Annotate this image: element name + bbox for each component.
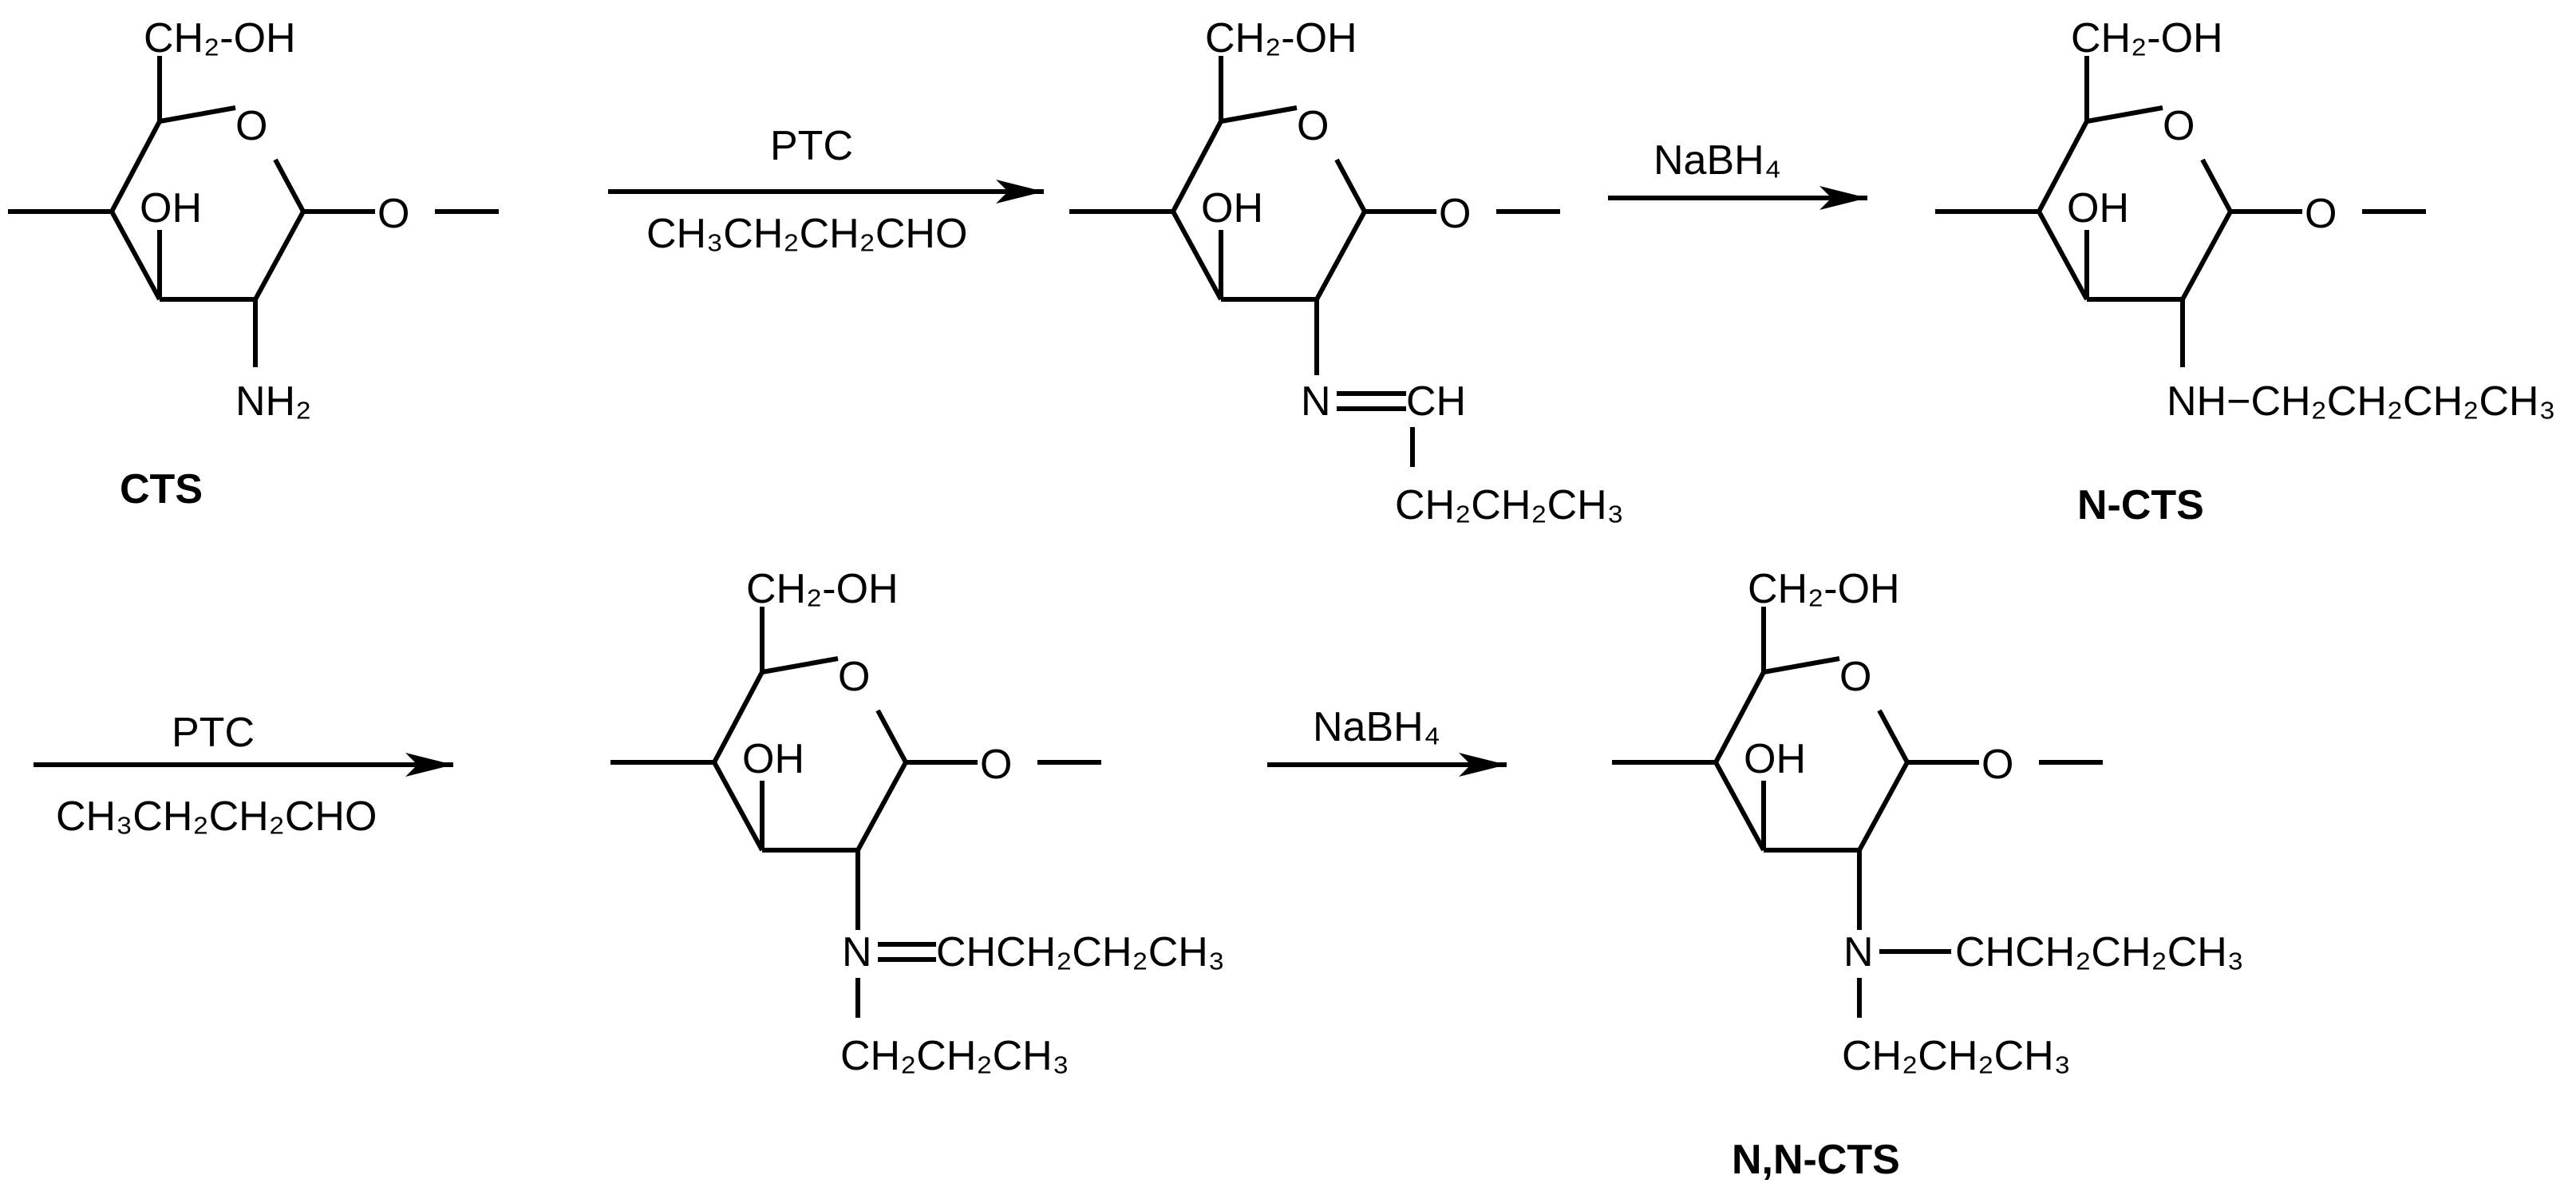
molecule-n-cts: CH₂-OH O OH O NH−CH₂CH₂CH₂CH₃: [1935, 15, 2556, 425]
glycosidic-oxygen-text: O: [377, 191, 409, 237]
ch2oh-text: CH₂-OH: [1205, 15, 1357, 61]
hydroxyl-text: OH: [742, 736, 804, 782]
propyl-text: CH₂CH₂CH₃: [1842, 1033, 2071, 1079]
ch2oh-text: CH₂-OH: [144, 15, 296, 61]
imine-ch-text: CH: [1406, 378, 1466, 425]
ch2oh-text: CH₂-OH: [746, 566, 899, 612]
glycosidic-oxygen-text: O: [980, 742, 1012, 788]
hydroxyl-text: OH: [140, 185, 202, 231]
n-cts-label: N-CTS: [2077, 482, 2204, 528]
nh-butyl-text: NH−CH₂CH₂CH₂CH₃: [2167, 378, 2556, 425]
hydroxyl-text: OH: [1744, 736, 1806, 782]
ch2oh-text: CH₂-OH: [2071, 15, 2223, 61]
glycosidic-oxygen-text: O: [1981, 742, 2013, 788]
nitrogen-text: N: [1301, 378, 1331, 425]
amine-text: NH₂: [235, 378, 311, 425]
ring-oxygen-text: O: [1297, 103, 1329, 149]
nitrogen-text: N: [1843, 929, 1874, 975]
arrow-1-reagent-bottom: CH₃CH₂CH₂CHO: [646, 211, 967, 257]
arrow-3-reagent-bottom: CH₃CH₂CH₂CHO: [56, 793, 377, 840]
propyl-text: CH₂CH₂CH₃: [1395, 482, 1624, 528]
nn-cts-label: N,N-CTS: [1732, 1137, 1900, 1183]
ring-oxygen-text: O: [838, 654, 870, 700]
ring-oxygen-text: O: [2163, 103, 2195, 149]
propyl-text: CH₂CH₂CH₃: [840, 1033, 1069, 1079]
nitrogen-text: N: [842, 929, 872, 975]
cts-label: CTS: [120, 466, 203, 512]
ring-oxygen-text: O: [1839, 654, 1871, 700]
hydroxyl-text: OH: [1201, 185, 1263, 231]
molecule-cts: CH₂-OH O OH O NH₂: [8, 15, 499, 425]
glycosidic-oxygen-text: O: [2305, 191, 2337, 237]
molecule-dialkyl-imine-intermediate: CH₂-OH O OH O N CHCH₂CH₂CH₃ CH₂CH₂CH₃: [610, 566, 1225, 1079]
imine-butyl-text: CHCH₂CH₂CH₃: [936, 929, 1225, 975]
arrow-2-reagent: NaBH₄: [1653, 137, 1781, 184]
arrow-4-reagent: NaBH₄: [1313, 704, 1440, 750]
molecule-nn-cts: CH₂-OH O OH O N CHCH₂CH₂CH₃ CH₂CH₂CH₃: [1612, 566, 2244, 1079]
molecule-imine-intermediate: CH₂-OH O OH O N CH CH₂CH₂CH₃: [1069, 15, 1624, 528]
hydroxyl-text: OH: [2067, 185, 2129, 231]
imine-butyl-text: CHCH₂CH₂CH₃: [1955, 929, 2244, 975]
ring-oxygen-text: O: [235, 103, 267, 149]
glycosidic-oxygen-text: O: [1439, 191, 1471, 237]
ch2oh-text: CH₂-OH: [1748, 566, 1900, 612]
arrow-1-reagent-top: PTC: [770, 123, 853, 169]
arrow-3-reagent-top: PTC: [172, 710, 255, 756]
